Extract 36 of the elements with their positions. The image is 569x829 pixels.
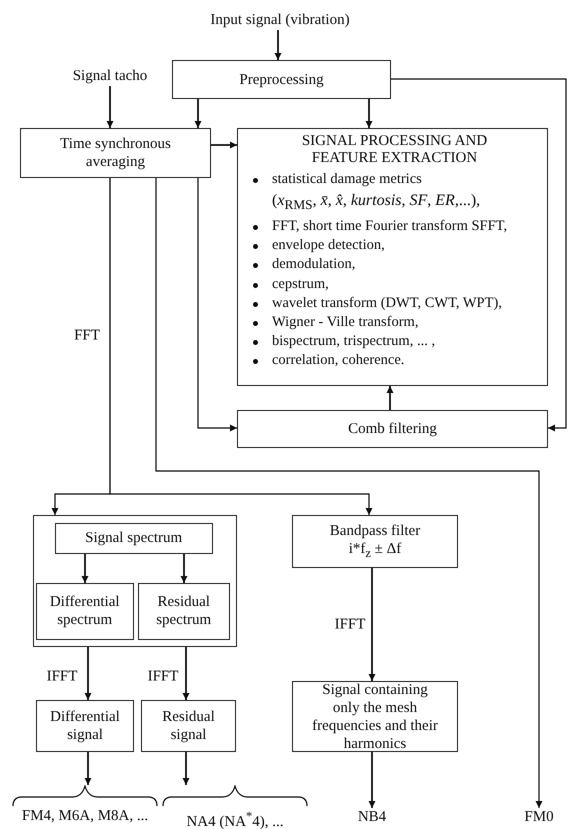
arrow — [180, 554, 188, 583]
metric-label: NA4 (NA$^{*}$4), ... — [185, 808, 285, 829]
arrow — [368, 568, 376, 681]
arrow — [106, 86, 114, 128]
arrow — [368, 752, 376, 808]
process-box: Preprocessing — [172, 60, 391, 99]
arrow — [182, 647, 190, 700]
filter-box: Bandpass filter i*f$_{z}$ ± Δf — [292, 515, 458, 568]
arrow — [197, 178, 237, 432]
arrow — [194, 99, 202, 128]
process-box: SIGNAL PROCESSING AND FEATURE EXTRACTION statistical damage metrics (x$_{RMS}$, x̄, x̂, kurtosis, SF, ER,...), FFT, short time Fourier transform SFFT, envelope detection, demodulation, cepstrum, wavelet transform (DWT, CWT, WPT), Wigner - Ville transform, bispectrum, trispectrum, ... , correlation, coherence. — [237, 128, 548, 386]
process-box: Residual signal — [141, 700, 236, 752]
process-box: Signal containing only the mesh frequencies and their harmonics — [292, 681, 458, 752]
process-box: Comb filtering — [237, 410, 548, 448]
arrow — [391, 78, 567, 432]
arrow — [386, 386, 394, 410]
flow-label: Input signal (vibration) — [205, 10, 355, 30]
flow-label: Signal tacho — [60, 66, 160, 86]
metric-label: FM4, M6A, M8A, ... — [20, 807, 150, 826]
arrow — [155, 178, 542, 808]
group-box — [33, 515, 237, 647]
arrow — [82, 554, 88, 583]
flow-label: NB4 — [347, 808, 397, 826]
process-box: Signal spectrum — [54, 522, 213, 554]
process-box: Residual spectrum — [138, 582, 230, 640]
arrow — [366, 99, 372, 128]
arrow — [274, 30, 282, 60]
process-box: Time synchronous averaging — [20, 128, 211, 178]
arrow — [84, 647, 92, 700]
arrow — [109, 178, 372, 515]
arrow — [84, 752, 92, 785]
arrow — [211, 142, 237, 148]
process-box: Differential spectrum — [36, 582, 134, 640]
flow-label: FM0 — [514, 808, 564, 826]
arrow — [182, 752, 190, 785]
process-box: Differential signal — [36, 700, 134, 752]
